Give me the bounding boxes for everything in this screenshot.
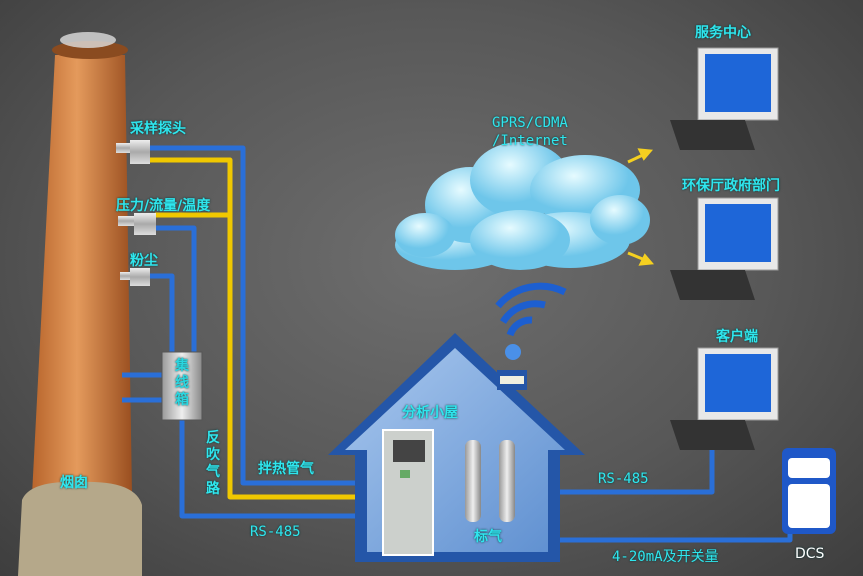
- label-epa-gov: 环保厅政府部门: [682, 178, 780, 194]
- junction-box: [161, 351, 203, 421]
- arrow-icons: [627, 148, 655, 266]
- gas-cylinder: [465, 440, 481, 522]
- label-chimney: 烟囱: [60, 475, 88, 491]
- label-client: 客户端: [716, 329, 758, 345]
- wifi-icon: [495, 282, 567, 337]
- label-analysis-house: 分析小屋: [402, 405, 458, 421]
- probes: [116, 140, 156, 286]
- label-rs485-right: RS-485: [598, 471, 649, 487]
- label-dcs: DCS: [795, 546, 825, 562]
- pipes: [122, 145, 793, 543]
- label-network: GPRS/CDMA/Internet: [492, 114, 568, 150]
- label-network-line1: GPRS/CDMA: [492, 115, 568, 131]
- label-pressure-flow-temp: 压力/流量/温度: [116, 198, 211, 214]
- cloud-icon: [395, 142, 650, 270]
- label-heated-line: 拌热管气: [258, 461, 314, 477]
- label-analog-io: 4-20mA及开关量: [612, 549, 719, 565]
- antenna: [505, 344, 521, 360]
- label-network-line2: /Internet: [492, 133, 568, 149]
- label-sampling-probe: 采样探头: [130, 121, 186, 137]
- label-rs485-left: RS-485: [250, 524, 301, 540]
- label-dust: 粉尘: [130, 253, 158, 269]
- label-service-center: 服务中心: [695, 25, 751, 41]
- computers: [670, 47, 779, 450]
- label-calibration-gas: 标气: [474, 529, 502, 545]
- dcs-unit: [782, 448, 836, 534]
- label-junction-box: 集线箱: [175, 358, 189, 408]
- label-blowback-line: 反吹气路: [206, 430, 220, 497]
- analysis-house: [328, 333, 585, 562]
- chimney: [18, 32, 142, 576]
- gas-cylinder: [499, 440, 515, 522]
